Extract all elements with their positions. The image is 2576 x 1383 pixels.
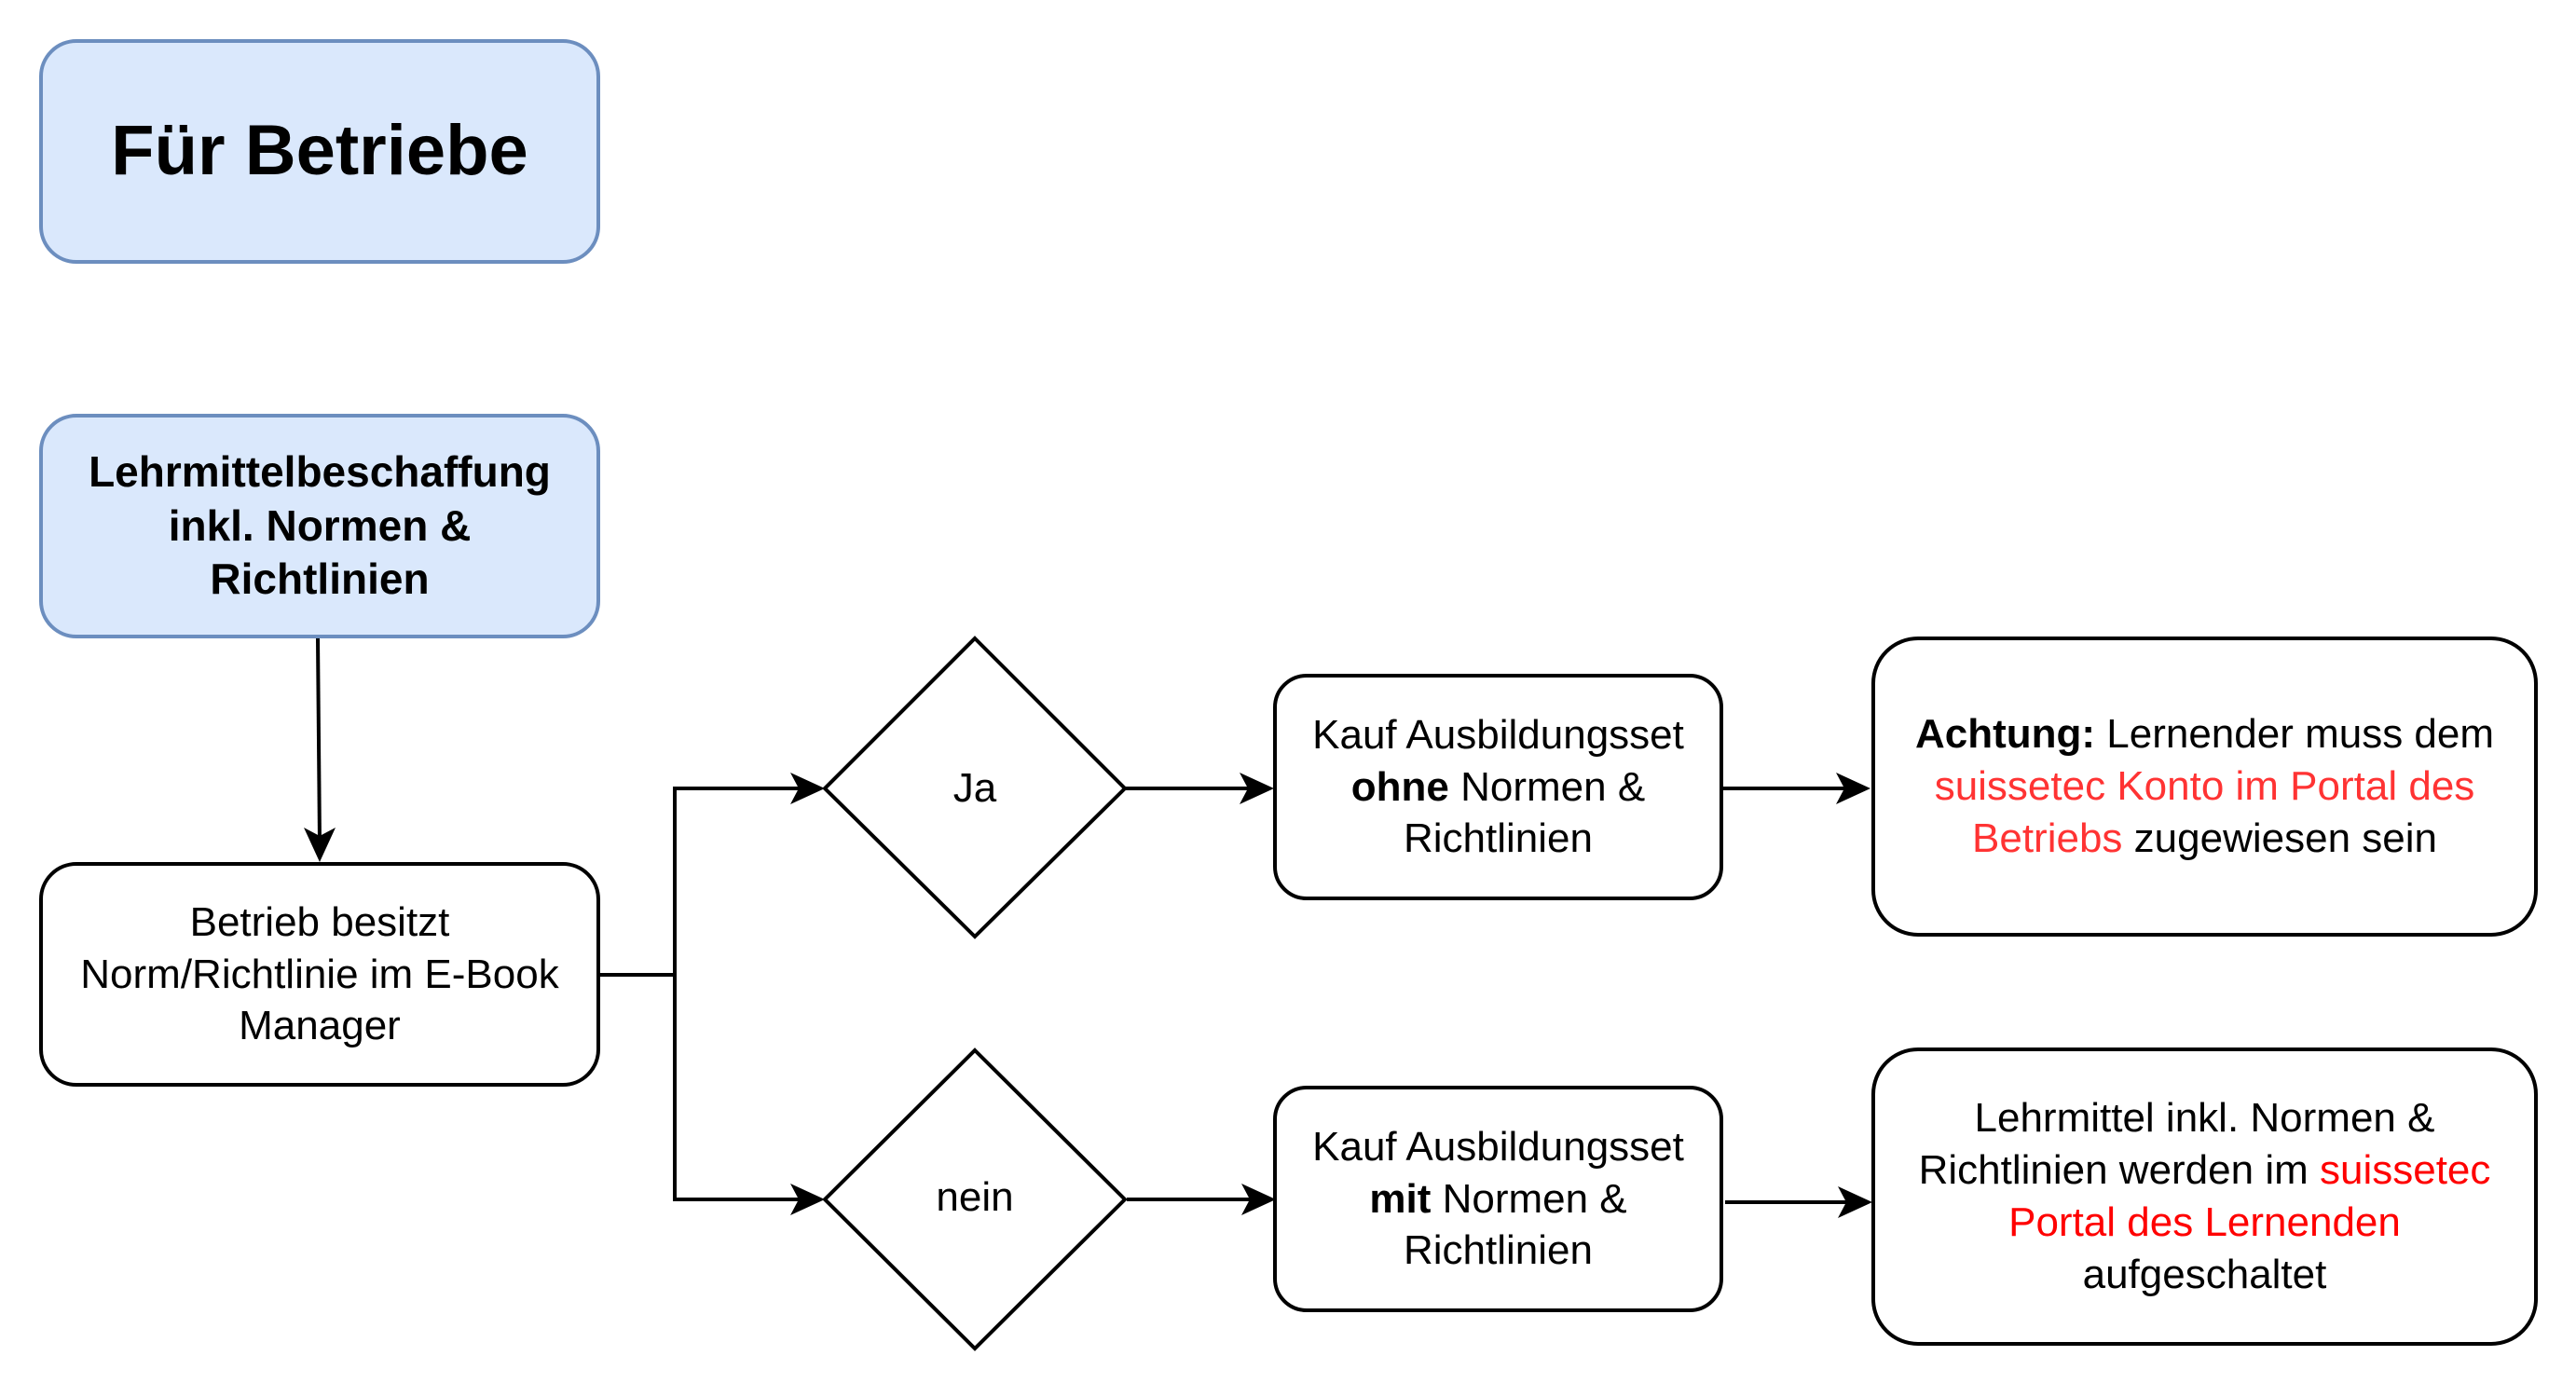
- header-box: Für Betriebe: [39, 39, 600, 264]
- emphasis-ohne: ohne: [1350, 763, 1449, 810]
- arrow-purchase-without-to-attention: [1723, 773, 1870, 804]
- purchase-with-label: Kauf Ausbildungsset mit Normen & Richtli…: [1312, 1121, 1684, 1278]
- arrow-to-yes: [790, 773, 825, 804]
- connector-question-split: [600, 787, 806, 1201]
- arrow-purchase-with-to-unlocked: [1725, 1186, 1872, 1218]
- arrow-to-no: [790, 1184, 825, 1215]
- start-box: Lehrmittelbeschaffung inkl. Normen & Ric…: [39, 414, 600, 638]
- start-label-line: Lehrmittelbeschaffung: [89, 447, 551, 497]
- label-line: Kauf Ausbildungsset: [1312, 1123, 1684, 1170]
- decision-no-label: nein: [936, 1174, 1014, 1220]
- start-label-line: inkl. Normen &: [168, 500, 472, 550]
- label-text: Normen &: [1448, 763, 1646, 810]
- label-line: Betriebs zugewiesen sein: [1915, 813, 2494, 865]
- purchase-with-box: Kauf Ausbildungsset mit Normen & Richtli…: [1273, 1086, 1723, 1312]
- label-line: Richtlinien werden im suissetec: [1919, 1144, 2491, 1197]
- label-line: Lehrmittel inkl. Normen &: [1974, 1095, 2435, 1142]
- question-label-line: Norm/Richtlinie im E-Book: [80, 951, 559, 997]
- label-line: aufgeschaltet: [2082, 1251, 2327, 1297]
- start-label-line: Richtlinien: [210, 555, 430, 604]
- highlight-text: Betriebs: [1972, 815, 2123, 861]
- attention-emphasis: Achtung:: [1914, 711, 2096, 758]
- question-label: Betrieb besitzt Norm/Richtlinie im E-Boo…: [80, 897, 558, 1053]
- arrow-yes-to-purchase-without: [1125, 773, 1274, 804]
- label-text: zugewiesen sein: [2122, 815, 2437, 861]
- highlight-text: Portal des Lernenden: [2008, 1199, 2401, 1245]
- attention-note-box: Achtung: Lernender muss dem suissetec Ko…: [1871, 637, 2538, 937]
- label-text: Lernender muss dem: [2095, 711, 2495, 758]
- purchase-without-box: Kauf Ausbildungsset ohne Normen & Richtl…: [1273, 674, 1723, 900]
- label-text: Richtlinien werden im: [1918, 1147, 2320, 1194]
- label-line: Achtung: Lernender muss dem: [1915, 708, 2494, 760]
- label-line: ohne Normen &: [1312, 761, 1684, 814]
- label-line: Kauf Ausbildungsset: [1312, 711, 1684, 758]
- decision-no-diamond: [822, 1048, 1128, 1351]
- unlocked-note-label: Lehrmittel inkl. Normen & Richtlinien we…: [1919, 1092, 2491, 1301]
- attention-note-label: Achtung: Lernender muss dem suissetec Ko…: [1915, 708, 2494, 865]
- emphasis-mit: mit: [1369, 1175, 1432, 1222]
- unlocked-note-box: Lehrmittel inkl. Normen & Richtlinien we…: [1871, 1048, 2538, 1346]
- decision-yes-diamond: [822, 636, 1128, 939]
- highlight-text: suissetec Konto im Portal des: [1934, 763, 2475, 810]
- decision-yes-label: Ja: [952, 765, 997, 811]
- question-label-line: Manager: [239, 1003, 401, 1049]
- header-title: Für Betriebe: [111, 111, 528, 191]
- question-label-line: Betrieb besitzt: [189, 898, 450, 945]
- label-line: Richtlinien: [1404, 1227, 1593, 1274]
- highlight-text: suissetec: [2319, 1147, 2491, 1194]
- purchase-without-label: Kauf Ausbildungsset ohne Normen & Richtl…: [1312, 709, 1684, 866]
- label-text: Normen &: [1431, 1175, 1627, 1222]
- label-line: Richtlinien: [1404, 815, 1593, 862]
- arrow-no-to-purchase-with: [1127, 1184, 1276, 1215]
- question-box: Betrieb besitzt Norm/Richtlinie im E-Boo…: [39, 862, 600, 1087]
- label-line: mit Normen &: [1312, 1173, 1684, 1226]
- arrow-start-to-question: [304, 637, 336, 862]
- start-label: Lehrmittelbeschaffung inkl. Normen & Ric…: [89, 445, 551, 607]
